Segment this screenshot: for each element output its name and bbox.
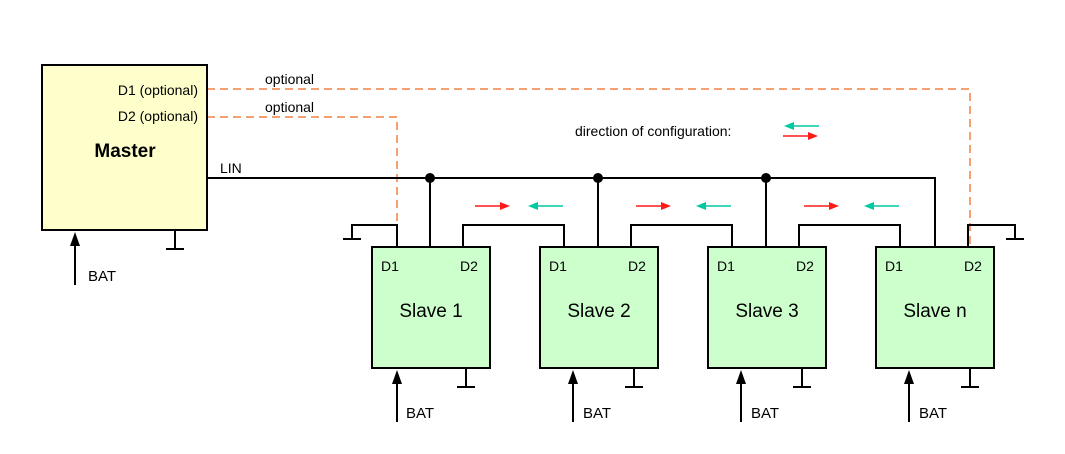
slave-n-bat-label: BAT bbox=[919, 405, 947, 422]
slave-1-pin-d2: D2 bbox=[460, 258, 478, 274]
lin-junction-1 bbox=[425, 173, 435, 183]
lin-junction-3 bbox=[761, 173, 771, 183]
slave-3-pin-d2: D2 bbox=[796, 258, 814, 274]
master-bat-arrow-icon bbox=[70, 232, 80, 246]
lin-junction-2 bbox=[593, 173, 603, 183]
slave-3-bat-label: BAT bbox=[751, 405, 779, 422]
slave-3-bat-arrow-icon bbox=[736, 370, 746, 384]
chain-link-3-n bbox=[798, 224, 901, 247]
ground-wire-slave1-d1 bbox=[351, 224, 398, 247]
slave-1-pin-d1: D1 bbox=[381, 258, 399, 274]
optional-label-1: optional bbox=[265, 71, 314, 87]
lin-label: LIN bbox=[220, 160, 242, 176]
slave-node-1: D1 D2 Slave 1 BAT bbox=[371, 246, 491, 422]
legend-direction-text: direction of configuration: bbox=[575, 123, 731, 139]
master-pin-d1: D1 (optional) bbox=[118, 82, 198, 98]
master-bat-label: BAT bbox=[88, 268, 116, 285]
optional-line-d2 bbox=[207, 116, 398, 247]
chain-link-2-3 bbox=[630, 224, 733, 247]
slave-1-bat-arrow-icon bbox=[392, 370, 402, 384]
slave-3-title: Slave 3 bbox=[735, 301, 798, 322]
slave-2-bat-label: BAT bbox=[583, 405, 611, 422]
lin-bus-line bbox=[207, 177, 936, 247]
legend-arrows-icon bbox=[783, 122, 819, 140]
slave-2-pin-d1: D1 bbox=[549, 258, 567, 274]
slave-node-3: D1 D2 Slave 3 BAT bbox=[707, 246, 827, 422]
chain-link-1-2 bbox=[462, 224, 565, 247]
direction-arrows-1-2 bbox=[475, 202, 563, 210]
slave-2-bat-arrow-icon bbox=[568, 370, 578, 384]
slave-n-title: Slave n bbox=[903, 301, 966, 322]
master-pin-d2: D2 (optional) bbox=[118, 108, 198, 124]
slave-n-pin-d1: D1 bbox=[885, 258, 903, 274]
slave-n-pin-d2: D2 bbox=[964, 258, 982, 274]
master-node bbox=[41, 64, 208, 231]
master-title: Master bbox=[94, 141, 156, 162]
slave-node-n: D1 D2 Slave n BAT bbox=[875, 246, 995, 422]
ground-wire-slaven-d2 bbox=[967, 224, 1016, 247]
slave-3-pin-d1: D1 bbox=[717, 258, 735, 274]
slave-node-2: D1 D2 Slave 2 BAT bbox=[539, 246, 659, 422]
slave-1-bat-label: BAT bbox=[406, 405, 434, 422]
direction-arrows-2-3 bbox=[636, 202, 731, 210]
optional-label-2: optional bbox=[265, 99, 314, 115]
direction-arrows-3-n bbox=[804, 202, 899, 210]
slave-2-title: Slave 2 bbox=[567, 301, 630, 322]
slave-n-bat-arrow-icon bbox=[904, 370, 914, 384]
optional-line-d1 bbox=[207, 88, 971, 247]
slave-1-title: Slave 1 bbox=[399, 301, 462, 322]
slave-2-pin-d2: D2 bbox=[628, 258, 646, 274]
